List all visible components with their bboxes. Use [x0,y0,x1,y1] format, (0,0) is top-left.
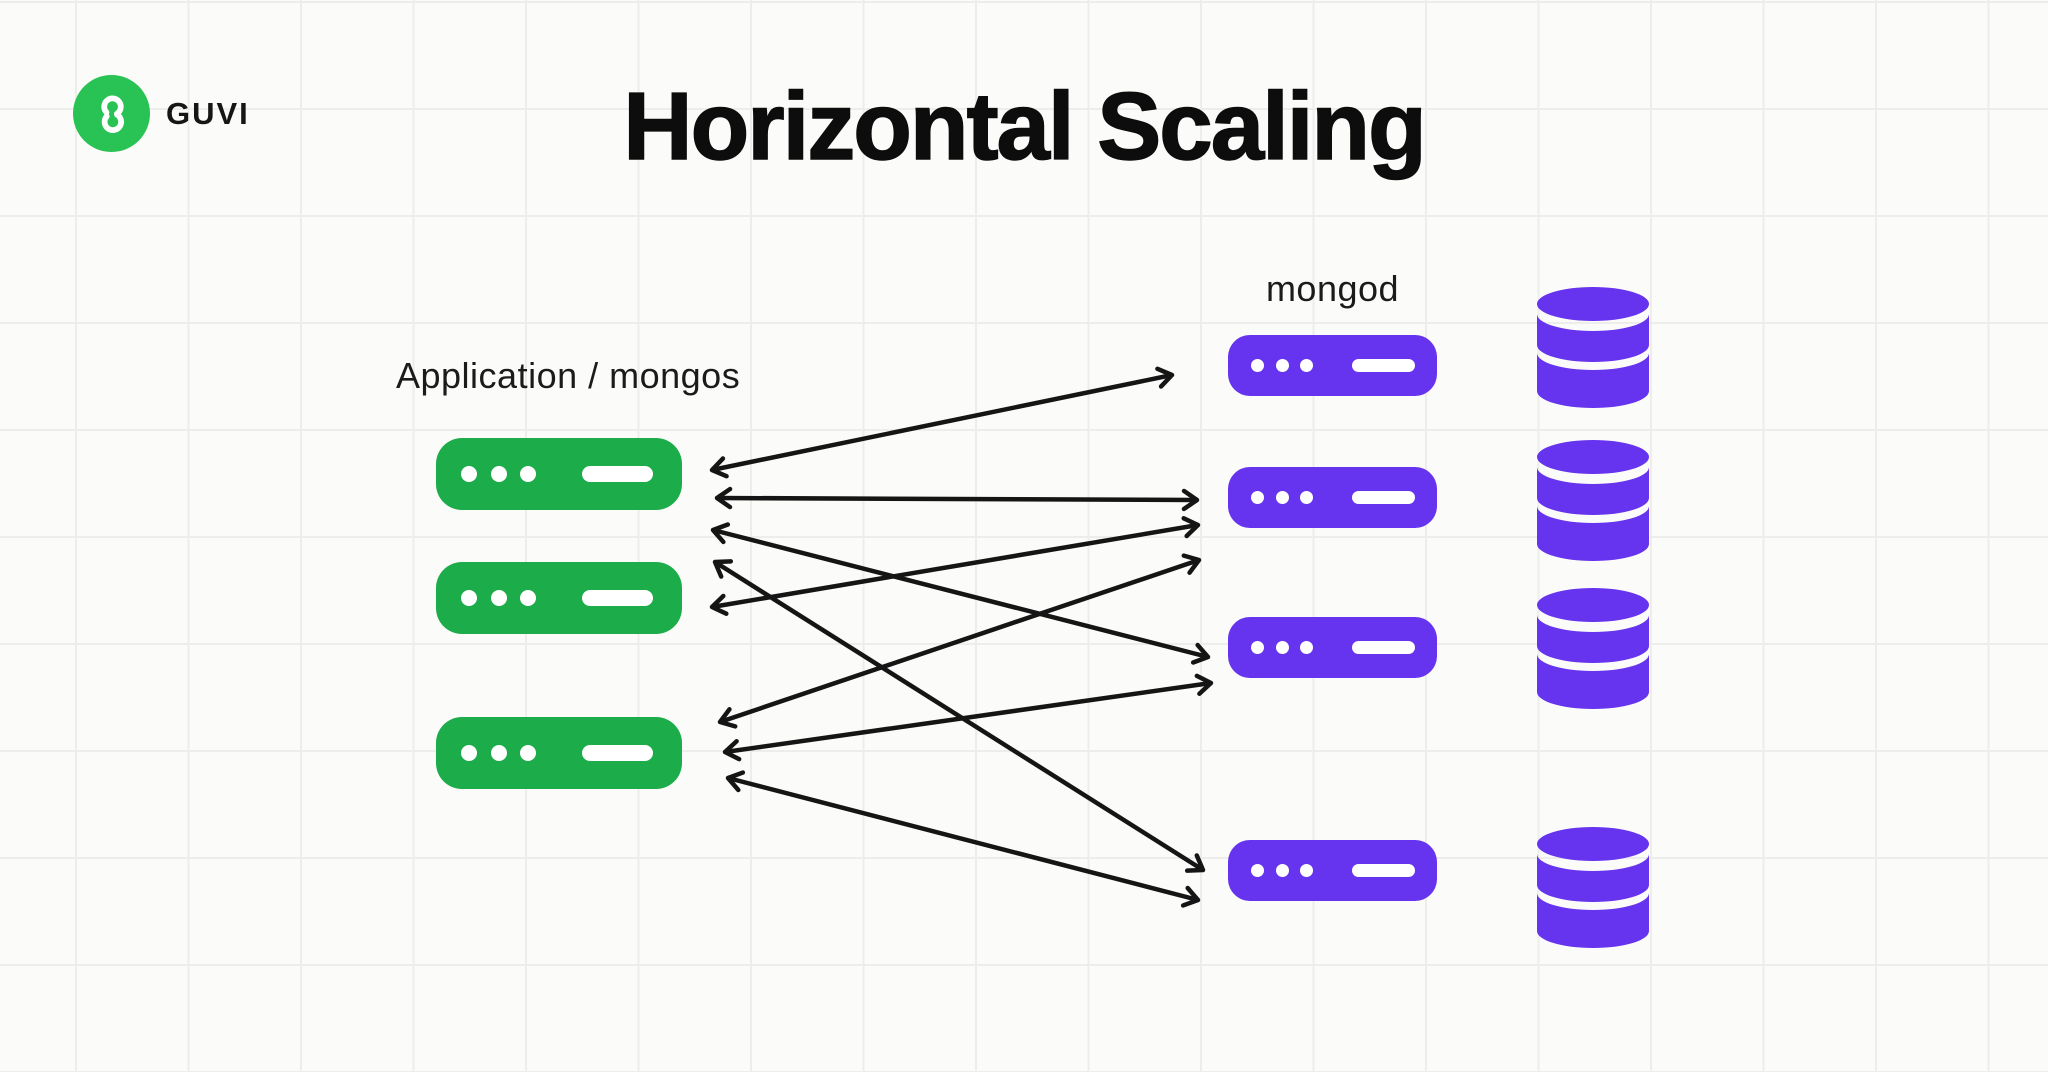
led-dot [490,745,507,761]
led-dot [1251,491,1264,504]
server-led-dots [461,466,536,482]
led-dot [1275,491,1289,504]
mongos-3-server [436,717,682,789]
mongod-1-server [1228,335,1437,396]
led-dot [1251,641,1264,654]
db-4-database-icon [1537,827,1649,948]
label-application-mongos: Application / mongos [396,355,741,396]
mongod-4-server [1228,840,1437,901]
server-slot-bar [1352,491,1415,504]
arrow-mongos-2-to-mongod-2 [709,516,1201,616]
arrow-mongos-1-to-mongod-2 [714,486,1200,512]
server-led-dots [461,745,536,761]
led-dot [520,466,536,482]
server-slot-bar [1352,864,1415,877]
led-dot [1300,359,1313,372]
label-mongod: mongod [1265,268,1400,309]
led-dot [461,590,477,606]
db-2-database-icon [1537,440,1649,561]
led-dot [461,745,477,761]
logo-g-glyph [100,95,124,133]
mongos-2-server [436,562,682,634]
guvi-logo-icon [73,75,150,152]
db-1-database-icon [1537,287,1649,408]
brand: GUVI [73,75,250,152]
server-led-dots [461,590,536,606]
led-dot [1275,864,1289,877]
arrow-mongos-3-to-mongod-3 [722,673,1214,762]
led-dot [1300,491,1313,504]
led-dot [1275,641,1289,654]
led-dot [520,745,536,761]
server-led-dots [1251,359,1313,372]
server-slot-bar [582,745,653,761]
db-3-database-icon [1537,588,1649,709]
arrow-mongos-3-to-mongod-4 [725,770,1201,908]
led-dot [1251,359,1264,372]
mongod-2-server [1228,467,1437,528]
server-led-dots [1251,641,1313,654]
server-slot-bar [1352,641,1415,654]
brand-name: GUVI [166,95,250,131]
arrow-mongos-1-to-mongod-1 [709,366,1175,479]
arrow-mongos-3-to-mongod-2 [717,553,1202,729]
server-slot-bar [582,590,653,606]
led-dot [490,590,507,606]
server-led-dots [1251,491,1313,504]
mongos-1-server [436,438,682,510]
led-dot [461,466,477,482]
led-dot [1300,864,1313,877]
server-slot-bar [1352,359,1415,372]
page-title: Horizontal Scaling [623,72,1428,181]
led-dot [1275,359,1289,372]
mongod-3-server [1228,617,1437,678]
server-led-dots [1251,864,1313,877]
server-slot-bar [582,466,653,482]
led-dot [1251,864,1264,877]
arrow-mongos-2-to-mongod-4 [712,559,1206,873]
led-dot [490,466,507,482]
led-dot [520,590,536,606]
led-dot [1300,641,1313,654]
